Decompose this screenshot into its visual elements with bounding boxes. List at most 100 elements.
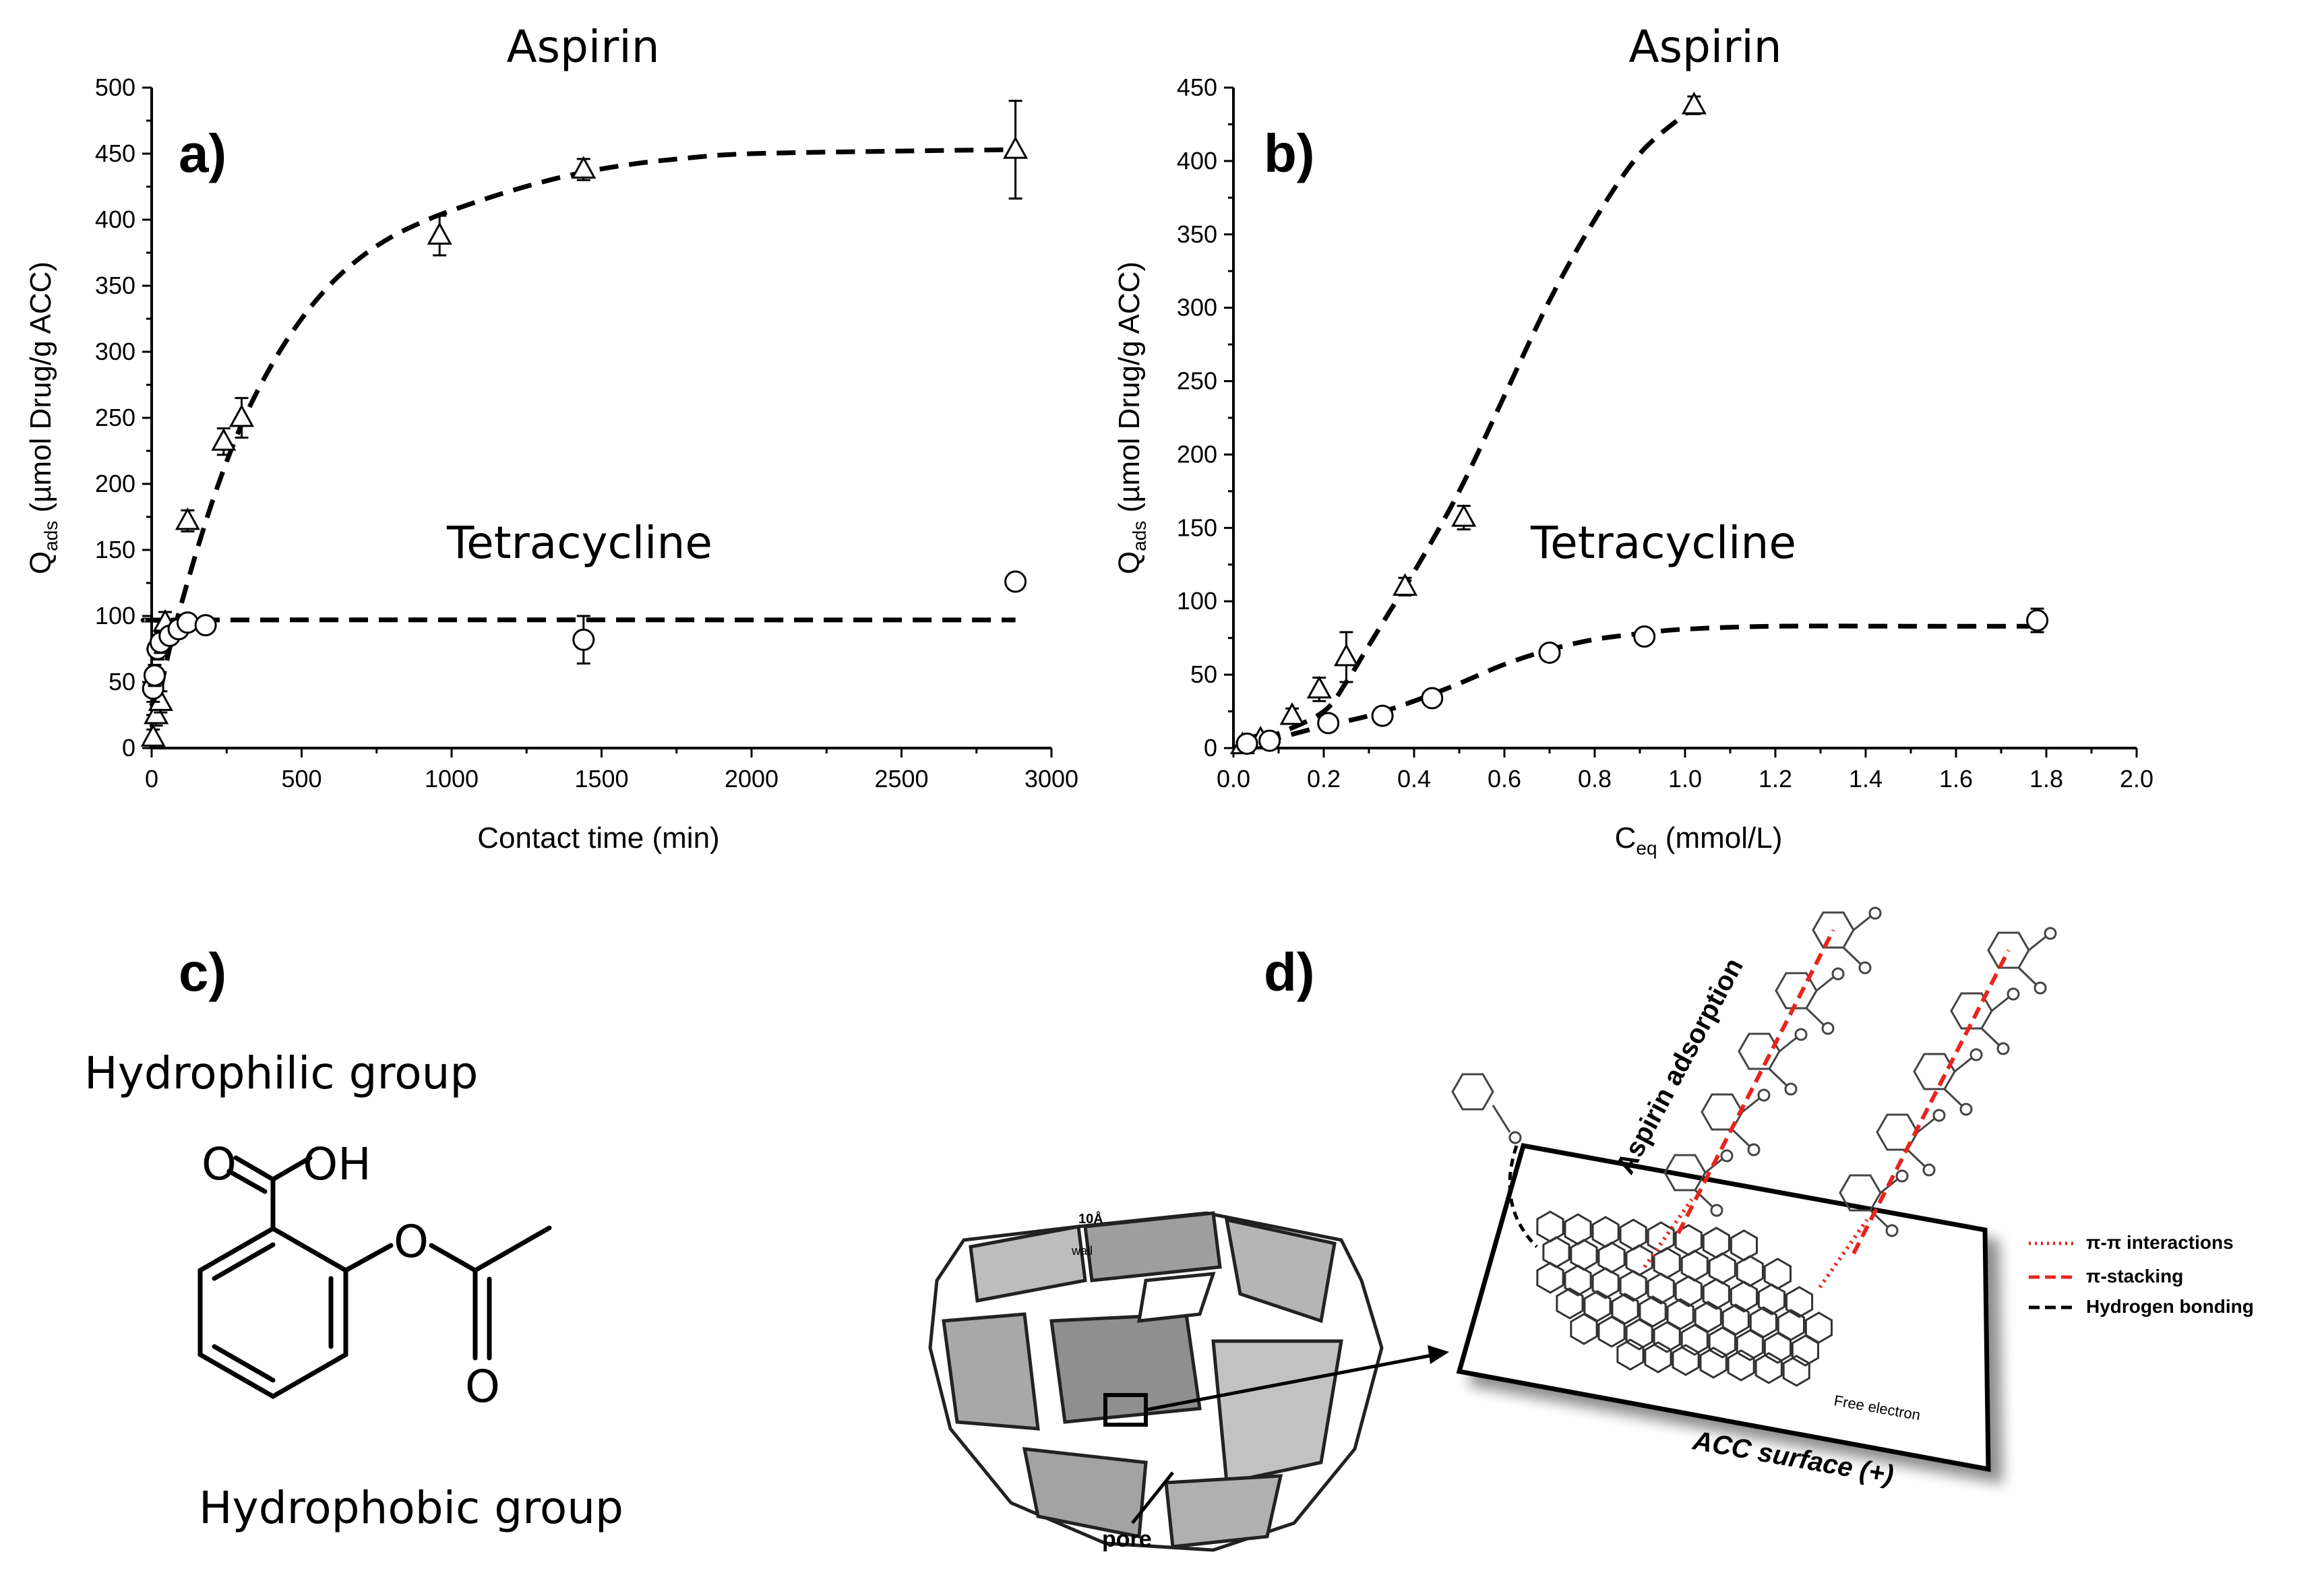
aspirin-ester-bond [1980, 1027, 2000, 1046]
atom-oh: OH [303, 1138, 371, 1190]
ester-c-bond [429, 1243, 478, 1273]
panel-a-aspirin-point [571, 156, 597, 179]
fiber-sheet-4 [942, 1312, 1040, 1431]
aspirin-carboxyl-bond [1917, 1117, 1935, 1134]
panel-b-tetracycline-fit-line [1233, 623, 2038, 751]
legend-hbond-label: Hydrogen bonding [2086, 1296, 2254, 1317]
panel-a-ylabel-rest: (µmol Drug/g ACC) [24, 261, 57, 521]
panel-b-tetracycline-point [2026, 609, 2049, 632]
fiber-sheet-3 [1224, 1217, 1337, 1324]
panel-b-x-tick-label: 1.0 [1668, 765, 1702, 793]
panel-b-aspirin-point [1279, 702, 1305, 725]
panel-b-title: Aspirin [1628, 21, 1781, 73]
adsorbed-aspirin-molecules [1451, 906, 2057, 1237]
carbonyl-bond-a [233, 1155, 276, 1182]
aspirin-oxygen [1710, 1204, 1723, 1217]
panel-b-y-tick-label: 0 [1204, 734, 1217, 762]
graphene-hexagon [1708, 1326, 1736, 1359]
graphene-hexagon [1757, 1283, 1785, 1316]
panel-a-tetracycline-point [143, 664, 166, 687]
legend-pi-pi-label: π-π interactions [2086, 1232, 2234, 1253]
fiber-sheet-2 [1083, 1211, 1222, 1282]
panel-a-y-tick-label: 250 [95, 404, 135, 431]
ring-double-bond-3 [212, 1344, 276, 1383]
atom-o-ester-carbonyl: O [465, 1361, 500, 1413]
aspirin-ester-bond [1805, 1007, 1825, 1026]
panel-b-x-tick-label: 1.8 [2029, 765, 2063, 793]
free-aspirin-bond [1492, 1105, 1511, 1133]
panel-b-y-tick-label: 250 [1177, 367, 1217, 395]
graphene-hexagon [1536, 1262, 1564, 1294]
panel-b-xlabel-sub: eq [1636, 838, 1657, 859]
aspirin-carboxyl-bond [1954, 1057, 1972, 1073]
aspirin-oxygen [1932, 1109, 1946, 1122]
aspirin-oxygen [1959, 1103, 1973, 1116]
aspirin-ester-bond [1943, 1088, 1963, 1107]
panel-b-label: b) [1264, 123, 1315, 183]
aspirin-oxygen [1895, 1169, 1909, 1183]
graphene-hexagon [1647, 1272, 1675, 1305]
aspirin-ester-bond [2017, 966, 2037, 985]
graphene-hexagon [1702, 1278, 1730, 1310]
panel-a-y-tick-label: 50 [109, 668, 135, 695]
aspirin-oxygen [2034, 981, 2047, 995]
graphene-hexagon [1699, 1347, 1727, 1379]
interaction-lines [1508, 929, 2011, 1289]
ring-double-bond-1 [212, 1242, 276, 1281]
panel-a-x-tick-label: 2000 [725, 765, 778, 793]
aspirin-oxygen [2044, 927, 2057, 940]
atom-o-carbonyl: O [202, 1138, 237, 1190]
pore-pointer [1131, 1471, 1174, 1524]
aspirin-oxygen [1922, 1163, 1936, 1177]
panel-b-aspirin-point [1306, 675, 1332, 699]
aspirin-molecule [197, 1155, 552, 1400]
panel-a-y-tick-label: 150 [95, 536, 135, 563]
panel-a-aspirin-point [1003, 136, 1029, 159]
panel-a-y-tick-label: 500 [95, 73, 135, 101]
panel-a-y-tick-label: 300 [95, 338, 135, 365]
panel-b-annotation-tetracycline: Tetracycline [1530, 517, 1796, 569]
panel-b-tetracycline-point [1258, 729, 1281, 752]
panel-b-tetracycline-point [1371, 704, 1394, 727]
pore-label: pore [1102, 1526, 1152, 1552]
panel-b-aspirin-point [1333, 643, 1359, 667]
panel-b-aspirin-fit-line [1232, 103, 1696, 751]
panel-a-y-tick-label: 0 [122, 734, 135, 762]
panel-a-aspirin-point [228, 404, 255, 427]
aspirin-oxygen [1784, 1082, 1798, 1096]
graphene-hexagon [1730, 1280, 1758, 1313]
panel-b-x-tick-label: 0.2 [1307, 765, 1341, 793]
aspirin-carboxyl-bond [1991, 996, 2009, 1012]
aspirin-oxygen [1747, 1143, 1761, 1156]
graphene-hexagon [1727, 1349, 1755, 1382]
methyl-bond [472, 1225, 552, 1273]
panel-a-points [140, 100, 1029, 747]
panel-a-label: a) [179, 123, 226, 183]
aspirin-ester-bond [1768, 1068, 1787, 1086]
panel-a-tetracycline-point [176, 611, 199, 634]
panel-a-y-tick-label: 200 [95, 470, 135, 497]
panel-a-aspirin-fit-line [149, 147, 1016, 749]
panel-b-y-tick-label: 50 [1190, 660, 1217, 688]
panel-a-x-tick-label: 3000 [1025, 765, 1078, 793]
fiber-sheet-8 [1164, 1474, 1283, 1549]
fiber-sheet-1 [969, 1225, 1087, 1303]
free-aspirin-oxygen [1508, 1131, 1522, 1144]
aspirin-carboxyl-bond [1779, 1037, 1797, 1053]
aspirin-ester-bond [1906, 1148, 1926, 1167]
graphene-hexagon [1754, 1352, 1783, 1384]
panel-a-x-tick-label: 2500 [874, 765, 928, 793]
panel-a-y-tick-label: 100 [95, 602, 135, 629]
panel-b-tetracycline-point [1317, 712, 1340, 735]
panel-a-aspirin-point [140, 724, 166, 747]
graphene-hexagon [1644, 1341, 1672, 1373]
panel-b-xlabel-rest: (mmol/L) [1657, 822, 1783, 855]
panel-b-x-tick-label: 1.4 [1849, 765, 1883, 793]
panel-a-tetracycline-point [194, 614, 217, 637]
panel-a-x-tick-label: 1000 [425, 765, 479, 793]
panel-a-xlabel: Contact time (min) [477, 822, 719, 855]
panel-b-x-tick-label: 0.8 [1578, 765, 1612, 793]
